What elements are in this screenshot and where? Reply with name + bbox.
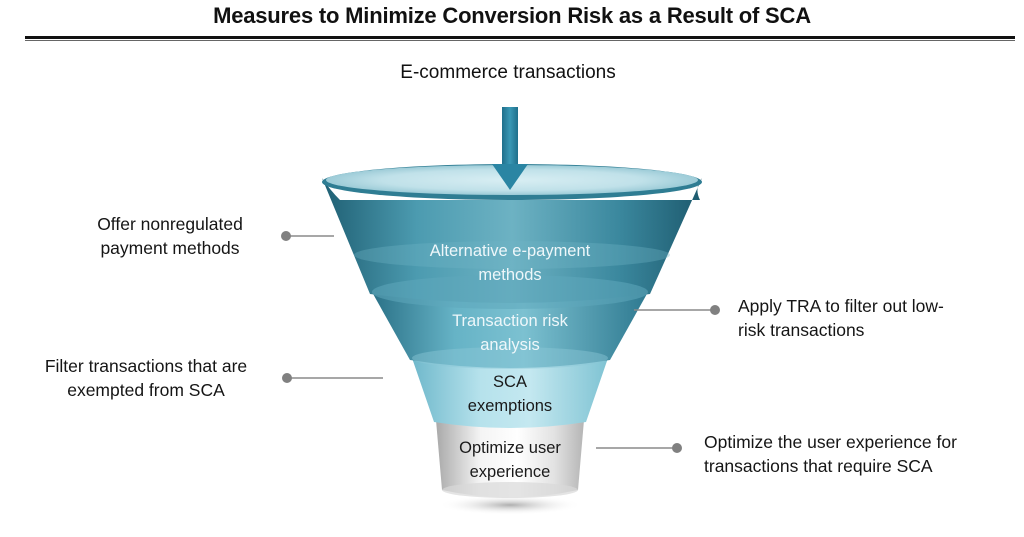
stage-1-line2: methods: [478, 266, 542, 284]
annotation-left-2: Filter transactions that are exempted fr…: [44, 356, 248, 400]
title-rule-thin: [25, 40, 1015, 41]
input-label: E-commerce transactions: [400, 62, 616, 83]
connector-dot-right-2: [672, 443, 682, 453]
annotation-left-1: Offer nonregulated payment methods: [97, 214, 243, 258]
connector-dot-right-1: [710, 305, 720, 315]
annotation-right-1: Apply TRA to filter out low- risk transa…: [738, 296, 944, 340]
title-rule-thick: [25, 36, 1015, 39]
diagram-title: Measures to Minimize Conversion Risk as …: [213, 3, 811, 28]
funnel-stage-4: Optimize user experience: [430, 436, 590, 484]
stage-1-line1: Alternative e-payment: [429, 242, 591, 260]
stage-4-line2: experience: [469, 463, 551, 481]
stage-2-line2: analysis: [480, 336, 540, 354]
arrow-down-icon: [492, 107, 528, 190]
connector-dot-left-2: [282, 373, 292, 383]
stage-3-line2: exemptions: [467, 397, 553, 415]
stage-4-line1: Optimize user: [459, 439, 561, 457]
funnel-stage-3: SCA exemptions: [420, 370, 600, 418]
stage-3-line1: SCA: [493, 373, 527, 391]
connector-dot-left-1: [281, 231, 291, 241]
funnel-stage-2: Transaction risk analysis: [400, 309, 620, 357]
funnel-stage-1: Alternative e-payment methods: [380, 239, 640, 287]
stage-2-line1: Transaction risk: [452, 312, 568, 330]
annotation-right-2: Optimize the user experience for transac…: [704, 432, 957, 476]
